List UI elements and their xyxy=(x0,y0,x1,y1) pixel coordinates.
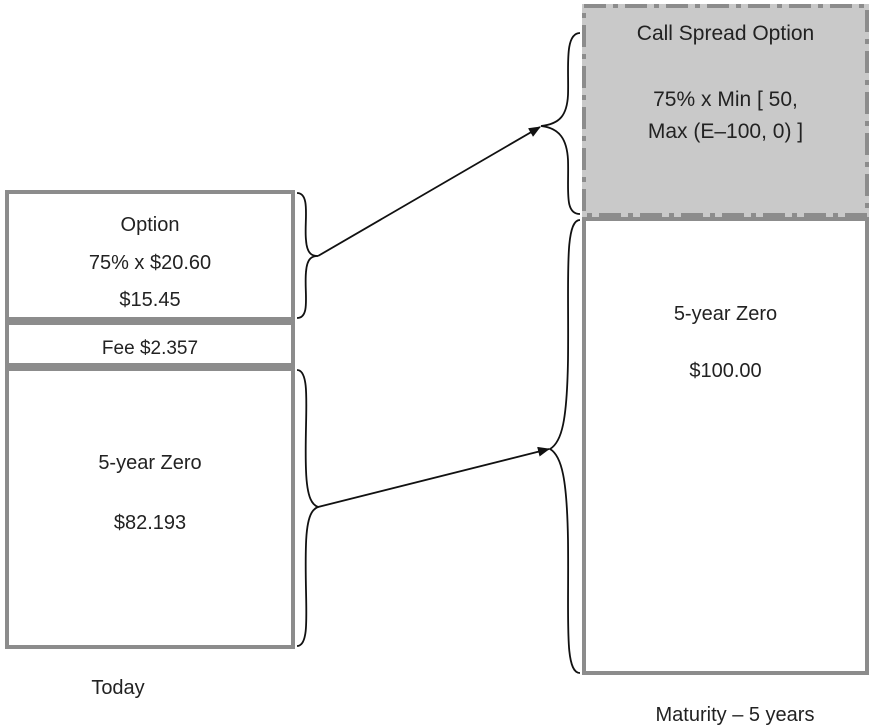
call-spread-formula-line1: 75% x Min [ 50, xyxy=(653,88,798,111)
today-zero-value: $82.193 xyxy=(113,512,187,534)
fee-box: Fee $2.357 xyxy=(5,321,295,367)
today-zero-box: 5-year Zero $82.193 xyxy=(5,367,295,649)
maturity-zero-title: 5-year Zero xyxy=(673,303,778,325)
option-brace xyxy=(296,192,319,319)
maturity-zero-box: 5-year Zero $100.00 xyxy=(582,217,869,675)
dashed-border xyxy=(582,4,869,217)
maturity-zero-value: $100.00 xyxy=(689,360,762,382)
maturity-caption: Maturity – 5 years xyxy=(655,704,815,726)
today-zero-brace xyxy=(296,369,321,647)
call-spread-title: Call Spread Option xyxy=(636,22,815,45)
call-spread-brace xyxy=(540,32,581,215)
call-spread-option-box: Call Spread Option 75% x Min [ 50, Max (… xyxy=(582,4,869,217)
zero-to-zero-arrow xyxy=(317,446,550,508)
maturity-zero-brace xyxy=(548,219,581,674)
today-caption: Today xyxy=(91,677,145,699)
option-box: Option 75% x $20.60 $15.45 xyxy=(5,190,295,321)
call-spread-formula-line2: Max (E–100, 0) ] xyxy=(647,120,804,143)
option-to-call-spread-arrow xyxy=(317,126,541,257)
fee-label: Fee $2.357 xyxy=(101,338,199,359)
option-premium-value: $15.45 xyxy=(119,289,181,311)
option-premium-calc: 75% x $20.60 xyxy=(88,252,212,274)
today-zero-title: 5-year Zero xyxy=(98,452,202,474)
option-title: Option xyxy=(120,214,180,236)
